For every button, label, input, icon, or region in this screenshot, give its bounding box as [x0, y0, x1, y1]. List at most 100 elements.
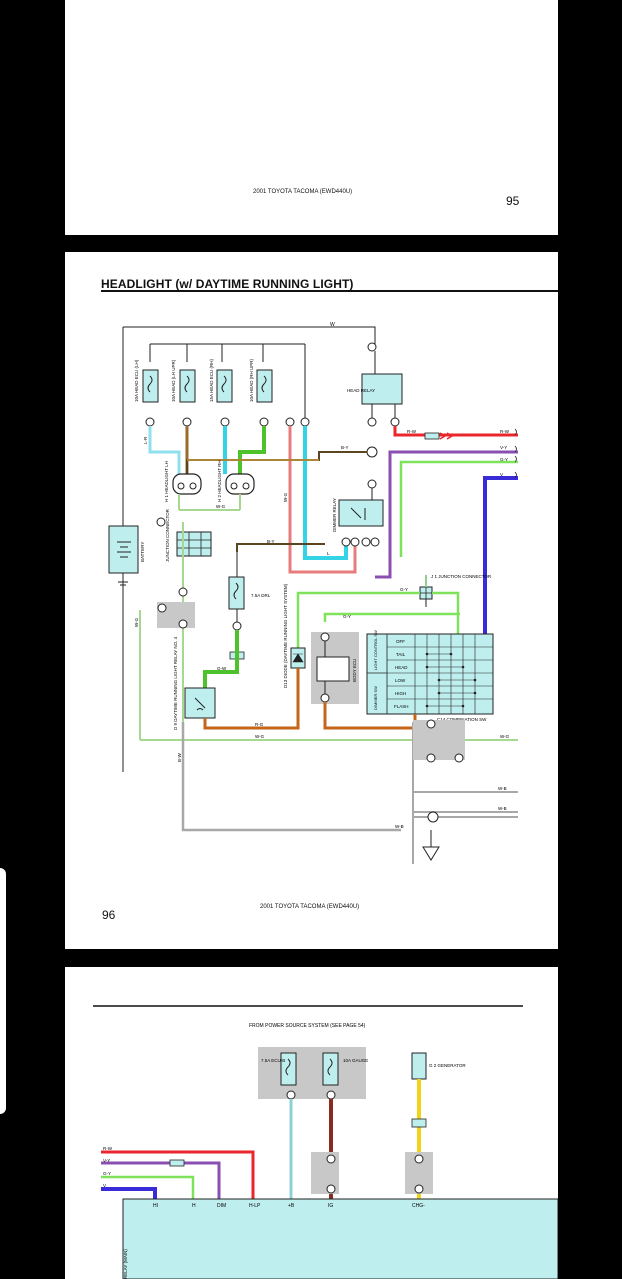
fuse-head-lh-upr [179, 369, 196, 403]
head-relay [361, 373, 403, 405]
svg-text:V-Y: V-Y [500, 445, 507, 450]
page-footer: 2001 TOYOTA TACOMA (EWD440U) [260, 904, 360, 910]
svg-text:D13 DIODE (DAYTIME RUNNING LIG: D13 DIODE (DAYTIME RUNNING LIGHT SYSTEM) [283, 583, 288, 688]
wiring-diagram-p97: FROM POWER SOURCE SYSTEM (SEE PAGE 54) 7… [93, 1005, 558, 1279]
page-97: FROM POWER SOURCE SYSTEM (SEE PAGE 54) 7… [65, 967, 558, 1279]
svg-text:7.5A ECU-B: 7.5A ECU-B [261, 1058, 285, 1063]
page-number: 95 [506, 194, 520, 208]
fuse-head-rh-upr [256, 369, 273, 403]
svg-text:CHG-: CHG- [412, 1203, 425, 1209]
wire-w-b [288, 426, 357, 574]
wire-r-g-a [203, 668, 300, 730]
fuse-group-headlight: 10A HEAD ECU (LH) 10A HEAD (LH UPR) 15A … [134, 358, 273, 403]
wire-w-top [123, 326, 376, 345]
page-96: HEADLIGHT (w/ DAYTIME RUNNING LIGHT) W 1… [65, 252, 558, 949]
fuse-ecu-b [280, 1052, 297, 1086]
svg-text:BATTERY: BATTERY [140, 542, 145, 562]
ground-symbol [422, 830, 440, 861]
wire-green-rh [238, 426, 266, 474]
svg-text:FLASH: FLASH [394, 704, 409, 709]
wiring-diagram: W 10A HEAD ECU (LH) 10A HEAD (LH UPR) 15… [108, 322, 518, 864]
svg-text:W-G: W-G [134, 617, 139, 627]
wire-r-w [393, 426, 518, 437]
svg-text:V: V [500, 472, 503, 477]
page-number: 96 [102, 908, 116, 922]
svg-text:BODY ECU: BODY ECU [352, 659, 357, 682]
head-relay-label: HEAD RELAY [347, 388, 375, 393]
svg-text:L-R: L-R [143, 436, 148, 444]
svg-text:H 2 HEADLIGHT RH: H 2 HEADLIGHT RH [217, 460, 222, 502]
fuse-label: 10A HEAD ECU (LH) [134, 359, 139, 402]
svg-text:D 9 DAYTIME RUNNING LIGHT RELA: D 9 DAYTIME RUNNING LIGHT RELAY NO. 4 [173, 636, 178, 730]
svg-text:R-W: R-W [407, 429, 417, 434]
fuse-drl [228, 576, 245, 610]
svg-text:V-Y: V-Y [103, 1158, 110, 1163]
svg-text:G-Y: G-Y [103, 1171, 111, 1176]
wire-r-w-p97 [101, 1150, 255, 1199]
relay-main-ecu [122, 1198, 558, 1279]
svg-text:W-G: W-G [500, 734, 510, 739]
svg-text:H 1 HEADLIGHT LH: H 1 HEADLIGHT LH [164, 461, 169, 502]
wire-label-w: W [330, 322, 335, 328]
svg-text:L: L [327, 551, 330, 556]
fuse-label: 15A HEAD ECU (RH) [209, 358, 214, 402]
generator [411, 1052, 427, 1080]
svg-text:W-B: W-B [498, 806, 507, 811]
fuse-group-p97 [258, 1047, 366, 1099]
fuse-head-ecu-lh [142, 369, 159, 403]
svg-text:W-B: W-B [498, 786, 507, 791]
svg-text:DIMMER SW: DIMMER SW [373, 686, 378, 710]
svg-text:+B: +B [288, 1203, 295, 1209]
svg-text:RELAY (MAIN): RELAY (MAIN) [123, 1249, 128, 1279]
svg-text:W-G: W-G [216, 504, 226, 509]
svg-text:R-W: R-W [103, 1146, 113, 1151]
svg-text:B-W: B-W [177, 753, 182, 763]
drl-fuse-label: 7.5A DRL [251, 593, 271, 598]
wire-v-blue [483, 476, 518, 636]
wire-v-y [375, 450, 518, 579]
title-rule [101, 290, 558, 292]
svg-text:LIGHT CONTROL SW: LIGHT CONTROL SW [373, 630, 378, 670]
svg-text:V: V [103, 1183, 106, 1188]
combination-switch: OFF TAIL HEAD LOW HIGH FLASH LIGHT CONTR… [366, 630, 494, 715]
wire-l-dimmer [303, 426, 348, 560]
svg-text:R-G: R-G [255, 722, 264, 727]
svg-text:HIGH: HIGH [395, 691, 406, 696]
page-title: HEADLIGHT (w/ DAYTIME RUNNING LIGHT) [101, 277, 354, 291]
wire-g-w [203, 630, 239, 688]
battery [108, 525, 139, 574]
svg-text:HEAD: HEAD [395, 665, 408, 670]
fuse-head-ecu-rh [216, 369, 233, 403]
fuse-label: 10A HEAD (LH UPR) [171, 359, 176, 402]
source-note: FROM POWER SOURCE SYSTEM (SEE PAGE 54) [249, 1023, 366, 1029]
headlight-rh [225, 473, 255, 495]
svg-text:10A GAUGE: 10A GAUGE [343, 1058, 368, 1063]
svg-text:DIMMER RELAY: DIMMER RELAY [332, 498, 337, 532]
svg-text:TAIL: TAIL [396, 652, 406, 657]
svg-text:G-Y: G-Y [343, 614, 351, 619]
scroll-handle[interactable] [0, 868, 6, 1114]
svg-text:H: H [192, 1203, 196, 1209]
svg-text:G-Y: G-Y [400, 587, 408, 592]
svg-text:G 2 GENERATOR: G 2 GENERATOR [429, 1063, 466, 1068]
page-95: 2001 TOYOTA TACOMA (EWD440U) 95 [65, 0, 558, 235]
svg-text:LOW: LOW [395, 678, 406, 683]
svg-text:DIM: DIM [217, 1203, 226, 1209]
svg-text:C14 COMBINATION SW: C14 COMBINATION SW [437, 717, 487, 722]
headlight-lh [172, 473, 202, 495]
dimmer-relay [338, 499, 384, 527]
fuse-gauge [322, 1052, 339, 1086]
svg-text:W-G: W-G [255, 734, 265, 739]
svg-text:B-Y: B-Y [267, 539, 275, 544]
svg-text:B-Y: B-Y [341, 445, 349, 450]
svg-text:JUNCTION CONNECTOR: JUNCTION CONNECTOR [165, 508, 170, 562]
wire-l-r-lh [148, 426, 181, 474]
svg-text:OFF: OFF [396, 639, 405, 644]
svg-text:HI: HI [153, 1203, 158, 1209]
body-ecu [316, 656, 350, 682]
svg-text:W-G: W-G [283, 492, 288, 502]
svg-text:IG: IG [328, 1203, 333, 1209]
svg-text:J 1 JUNCTION CONNECTOR: J 1 JUNCTION CONNECTOR [431, 574, 492, 579]
svg-text:H-LP: H-LP [249, 1203, 261, 1209]
svg-text:G-W: G-W [217, 666, 227, 671]
